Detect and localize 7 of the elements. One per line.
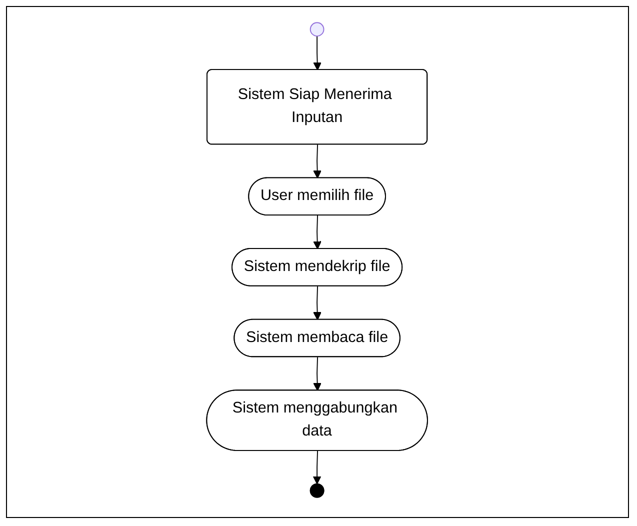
arrow [314, 35, 322, 70]
arrow [313, 450, 322, 484]
arrow [314, 285, 322, 320]
node-circle [310, 22, 325, 36]
arrow [314, 214, 322, 249]
arrow [314, 144, 322, 178]
arrow [314, 356, 322, 390]
